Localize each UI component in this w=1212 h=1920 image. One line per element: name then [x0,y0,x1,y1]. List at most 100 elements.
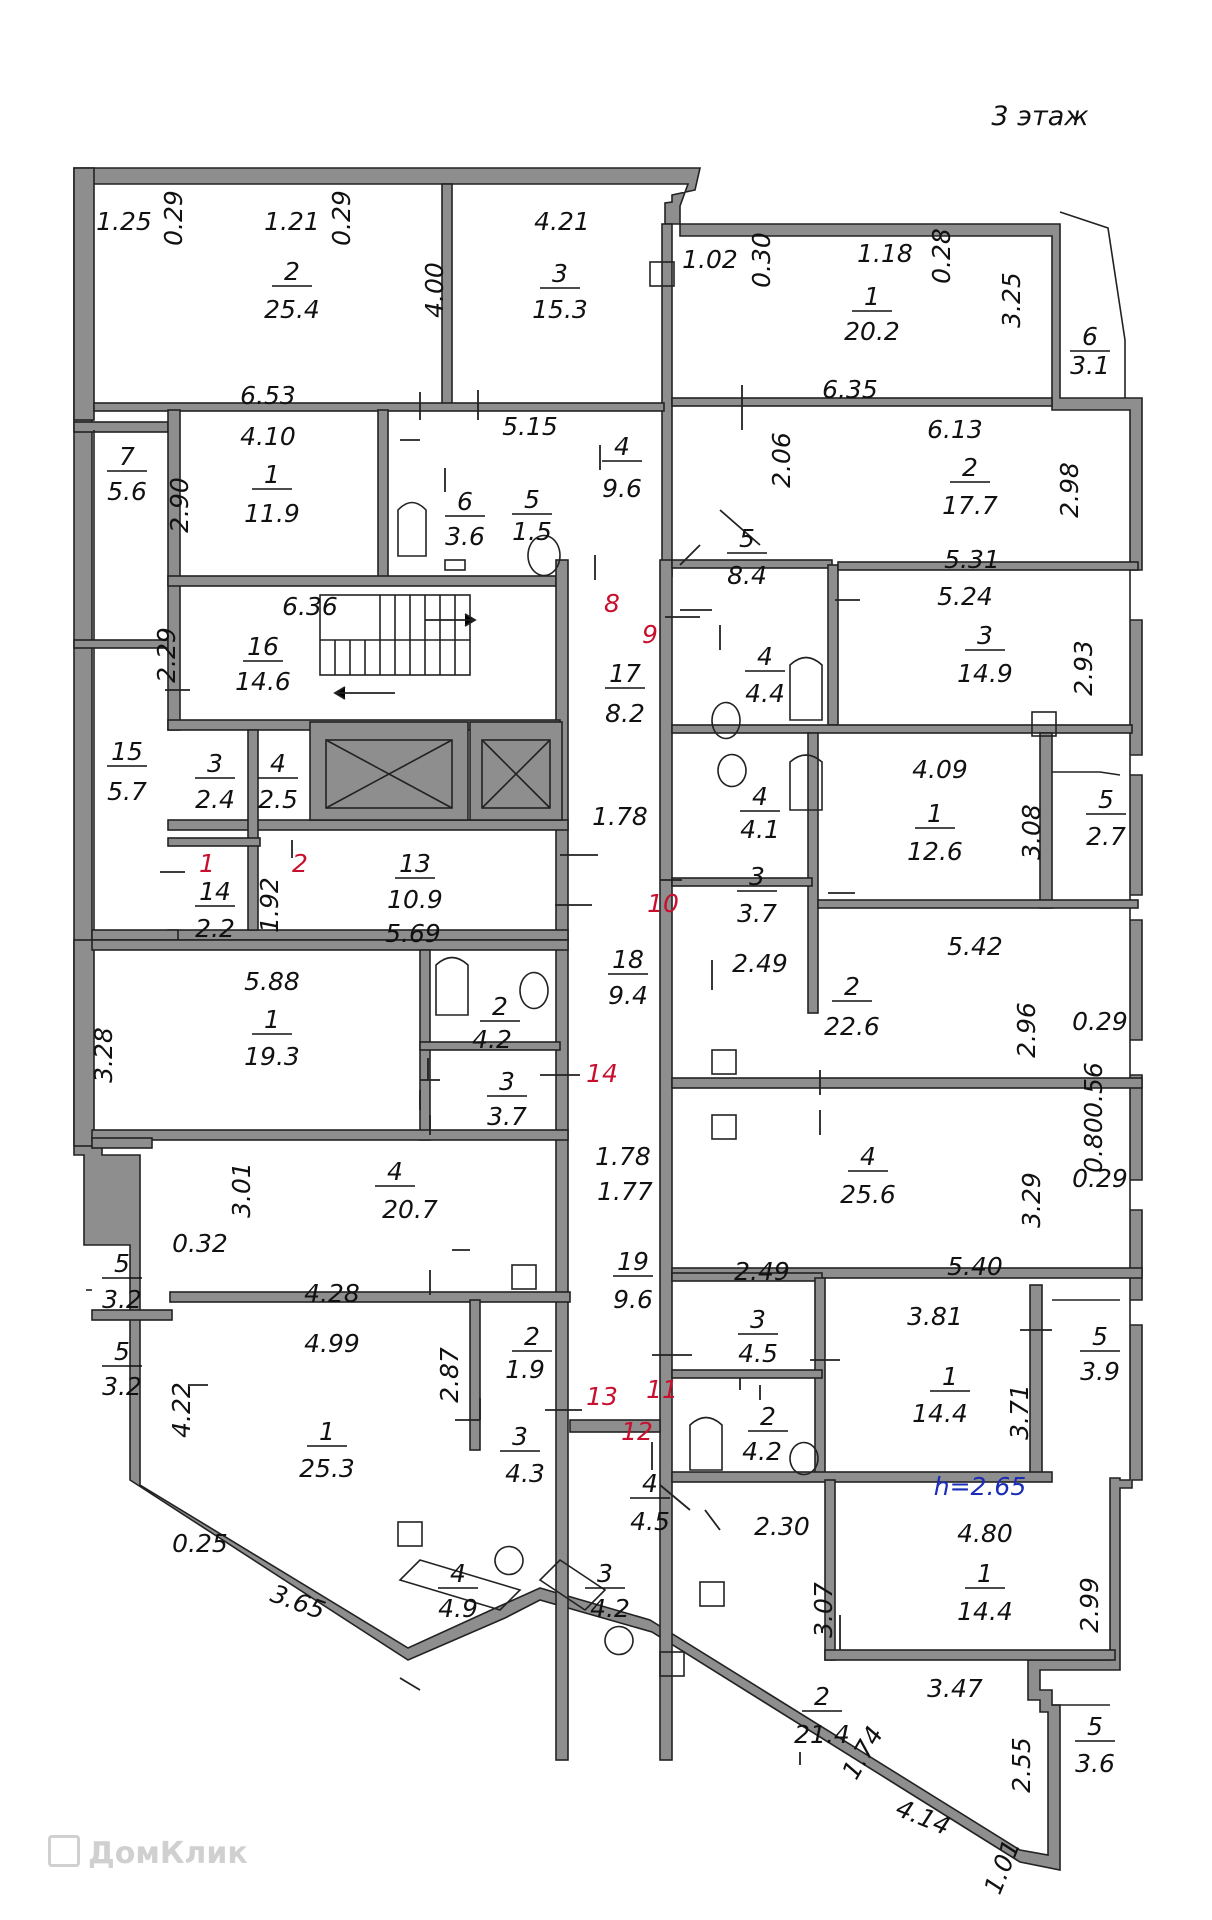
plan-label: 5.15 [502,412,558,441]
plan-label: 4 [387,1157,403,1186]
plan-label: 4.22 [167,1382,196,1438]
plan-label: 2.06 [767,432,796,488]
plan-label: 8 [604,589,620,618]
plan-label: 3.29 [1017,1172,1046,1228]
plan-label: 2.7 [1086,822,1126,851]
plan-label: 1.5 [512,517,552,546]
plan-label: 3.01 [227,1162,256,1218]
plan-label: 4 [757,642,773,671]
plan-label: 5.69 [385,919,441,948]
plan-label: 2.96 [1012,1002,1041,1058]
plan-label: 4.5 [738,1339,778,1368]
plan-label: 1.9 [505,1355,545,1384]
plan-label: 14 [199,877,231,906]
plan-label: 1 [319,1417,335,1446]
plan-label: 6 [1082,322,1098,351]
plan-label: 5 [1098,785,1114,814]
stairwell [319,594,477,700]
plan-label: 3.25 [997,272,1026,328]
plan-label: 3.81 [907,1302,963,1331]
plan-label: h=2.65 [934,1472,1026,1501]
plan-label: 2.49 [732,949,788,978]
plan-label: 5 [1092,1322,1108,1351]
plan-label: 1 [264,460,280,489]
plan-label: 4.9 [438,1594,478,1623]
plan-label: 2.4 [195,785,235,814]
plan-label: 5 [114,1337,130,1366]
plan-label: 3.47 [927,1674,983,1703]
plan-label: 3.2 [102,1285,142,1314]
plan-label: 2 [760,1402,776,1431]
plan-label: 6.36 [282,592,338,621]
plan-label: 1.78 [592,802,648,831]
plan-label: 4.80 [957,1519,1013,1548]
plan-label: 3 [597,1559,613,1588]
plan-label: 4 [450,1559,466,1588]
plan-label: 2 [492,992,508,1021]
floor-title: 3 этаж [991,101,1089,132]
bathroom-fixtures [397,501,823,1656]
plan-label: 4.5 [630,1507,670,1536]
plan-label: 12.6 [907,837,963,866]
plan-label: 0.29 [159,190,188,246]
plan-label: 1 [264,1005,280,1034]
plan-label: 0.29 [327,190,356,246]
plan-label: 2.93 [1069,640,1098,696]
plan-label: 5 [1087,1712,1103,1741]
plan-label: 3.28 [89,1027,118,1083]
plan-label: 3.65 [267,1579,329,1625]
plan-label: 3.08 [1017,804,1046,860]
plan-label: 14.4 [912,1399,968,1428]
plan-label: 0.29 [1072,1007,1128,1036]
plan-label: 25.6 [840,1180,896,1209]
plan-label: 5 [114,1249,130,1278]
plan-label: 1 [927,799,943,828]
plan-label: 14.9 [957,659,1013,688]
plan-label: 20.2 [844,317,900,346]
plan-label: 3 [552,259,568,288]
plan-label: 4.99 [304,1329,360,1358]
plan-label: 5.24 [937,582,993,611]
plan-label: 2 [284,257,300,286]
plan-label: 12 [621,1417,653,1446]
plan-label: 4.2 [742,1437,782,1466]
floor-label: 3 этаж [991,101,1089,132]
plan-label: 4 [642,1469,658,1498]
plan-label: 6.53 [240,381,296,410]
plan-label: 17.7 [942,491,998,520]
balconies [86,211,1126,1706]
plan-label: 14.4 [957,1597,1013,1626]
doors [160,385,1052,1765]
plan-label: 21.4 [794,1720,850,1749]
plan-label: 2.29 [152,627,181,683]
plan-label: 6.35 [822,375,878,404]
plan-label: 5 [524,485,540,514]
plan-label: 2.30 [754,1512,810,1541]
plan-label: 8.2 [605,699,645,728]
plan-label: 15 [111,737,143,766]
plan-label: 4.09 [912,755,968,784]
plan-label: 1.25 [96,207,152,236]
plan-label: 7 [119,442,135,471]
plan-label: 14.6 [235,667,291,696]
plan-label: 1.78 [595,1142,651,1171]
plan-label: 14 [586,1059,618,1088]
plan-label: 1.77 [597,1177,653,1206]
plan-label: 10 [647,889,679,918]
plan-label: 18 [612,945,644,974]
plan-label: 3 [977,621,993,650]
plan-label: 0.29 [1072,1164,1128,1193]
plan-label: 0.56 [1079,1062,1108,1118]
plan-label: 11.9 [244,499,300,528]
plan-label: 4 [614,432,630,461]
plan-label: 4.2 [472,1025,512,1054]
plan-label: 2.90 [165,477,194,533]
plan-label: 0.28 [927,228,956,284]
plan-label: 16 [247,632,279,661]
plan-label: 9.6 [613,1285,653,1314]
plan-label: 2 [844,972,860,1001]
plan-label: 13 [586,1382,618,1411]
plan-label: 4.00 [420,262,449,318]
plan-label: 25.3 [299,1454,355,1483]
